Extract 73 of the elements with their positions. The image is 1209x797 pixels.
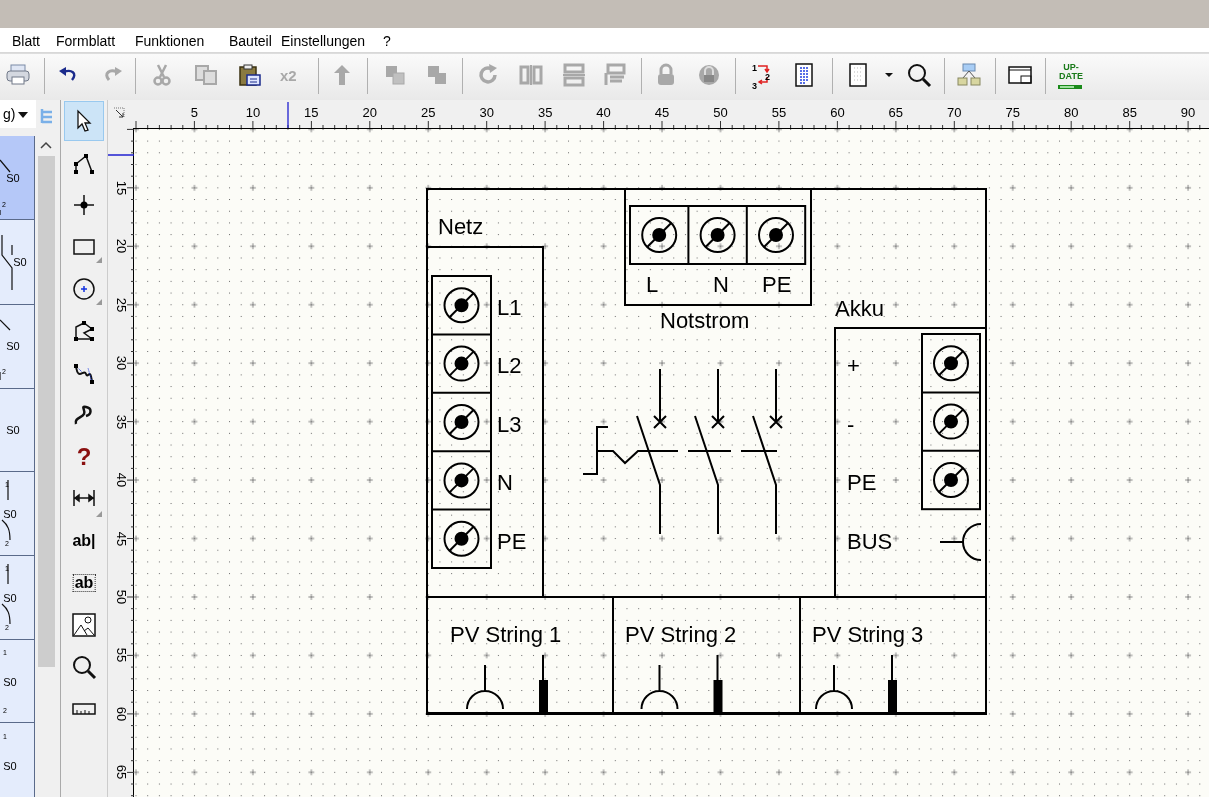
terminal-label: N: [713, 274, 729, 296]
component-label: S0: [3, 592, 17, 604]
ruler-number: 25: [114, 297, 128, 312]
text-tool-icon: ab|: [72, 533, 96, 549]
ruler-number: 55: [114, 648, 128, 663]
ruler-number: 10: [245, 105, 261, 119]
ruler-number: 20: [362, 105, 378, 119]
component-label: S0: [13, 256, 27, 268]
help-icon: ?: [76, 445, 92, 469]
terminal-label: L3: [497, 414, 522, 436]
component-label: S0: [3, 760, 17, 772]
ruler-number: 15: [304, 105, 319, 119]
terminal-label: +: [847, 355, 860, 377]
ruler-number: 35: [537, 105, 553, 119]
component-label: S0: [6, 424, 20, 436]
group-title: Notstrom: [660, 310, 750, 332]
ruler-number: 65: [114, 765, 128, 780]
numbering-digit: 2: [765, 72, 770, 82]
menu-item: Bauteil: [229, 34, 272, 48]
ruler-number: 35: [114, 414, 128, 429]
terminal-label: PE: [762, 274, 792, 296]
ruler-number: 80: [1063, 105, 1079, 119]
ruler-number: 25: [421, 105, 436, 119]
ruler-number: 45: [114, 531, 128, 546]
ruler-number: 55: [771, 105, 787, 119]
terminal-label: PE: [847, 472, 877, 494]
ruler-number: 45: [654, 105, 670, 119]
component-label: S0: [6, 172, 20, 184]
ruler-number: 60: [830, 105, 845, 119]
group-title: PV String 1: [450, 624, 562, 646]
component-label: S0: [6, 340, 20, 352]
ruler-number: 40: [596, 105, 611, 119]
ruler-number: 50: [713, 105, 728, 119]
ruler-number: 75: [1005, 105, 1020, 119]
ruler-number: 90: [1180, 105, 1196, 119]
terminal-label: -: [847, 414, 855, 436]
ruler-number: 60: [114, 706, 128, 722]
menu-item: Formblatt: [56, 34, 116, 48]
enclosure-box: [426, 188, 987, 715]
menu-item: Einstellungen: [281, 34, 366, 48]
terminal-label: L1: [497, 297, 522, 319]
terminal-label: L: [646, 274, 659, 296]
ruler-number: 30: [114, 355, 128, 371]
ruler-number: 40: [114, 472, 128, 488]
ruler-number: 15: [114, 180, 128, 196]
ruler-number: 5: [190, 105, 199, 119]
group-title: PV String 3: [812, 624, 924, 646]
ruler-number: 85: [1122, 105, 1137, 119]
component-label: S0: [3, 676, 17, 688]
update-label: UP-DATE: [1058, 63, 1084, 81]
terminal-label: N: [497, 472, 513, 494]
group-title: Netz: [438, 216, 484, 238]
terminal-label: BUS: [847, 531, 893, 553]
pv-string-box: [799, 596, 987, 714]
menu-item: Blatt: [12, 34, 40, 48]
duplicate-label: x2: [280, 67, 297, 83]
group-title: Akku: [835, 298, 884, 320]
terminal-label: L2: [497, 355, 522, 377]
menu-item: ?: [383, 34, 391, 48]
ruler-number: 20: [114, 239, 128, 254]
pv-string-box: [612, 596, 801, 714]
ruler-number: 70: [947, 105, 962, 119]
terminal-label: PE: [497, 531, 527, 553]
ruler-number: 65: [888, 105, 904, 119]
numbering-digit: 3: [752, 81, 757, 91]
pv-string-box: [426, 596, 614, 714]
dropdown-value: g): [3, 107, 16, 121]
ruler-number: 30: [479, 105, 494, 119]
numbering-digit: 1: [752, 63, 757, 73]
group-title: PV String 2: [625, 624, 737, 646]
menu-item: Funktionen: [135, 34, 205, 48]
ruler-number: 50: [114, 589, 128, 605]
component-label: S0: [3, 508, 17, 520]
